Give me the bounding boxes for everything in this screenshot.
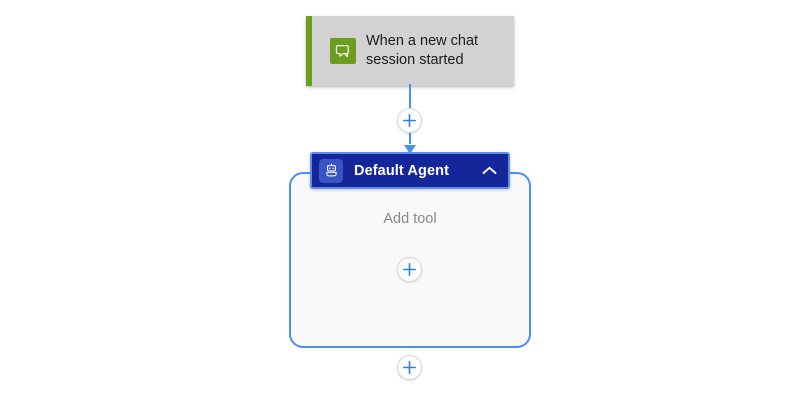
robot-icon xyxy=(319,158,343,183)
chat-bubble-icon xyxy=(330,38,356,64)
agent-node-header[interactable]: Default Agent xyxy=(310,152,510,189)
trigger-title: When a new chat session started xyxy=(366,33,479,68)
add-tool-button[interactable] xyxy=(397,257,422,282)
add-tool-label: Add tool xyxy=(383,211,437,227)
add-step-button-bottom[interactable] xyxy=(397,355,422,380)
trigger-node[interactable]: When a new chat session started xyxy=(306,16,514,86)
add-step-button-top[interactable] xyxy=(397,108,422,133)
chevron-up-icon[interactable] xyxy=(482,166,497,175)
trigger-accent-bar xyxy=(306,16,312,86)
agent-node-title: Default Agent xyxy=(354,162,450,179)
